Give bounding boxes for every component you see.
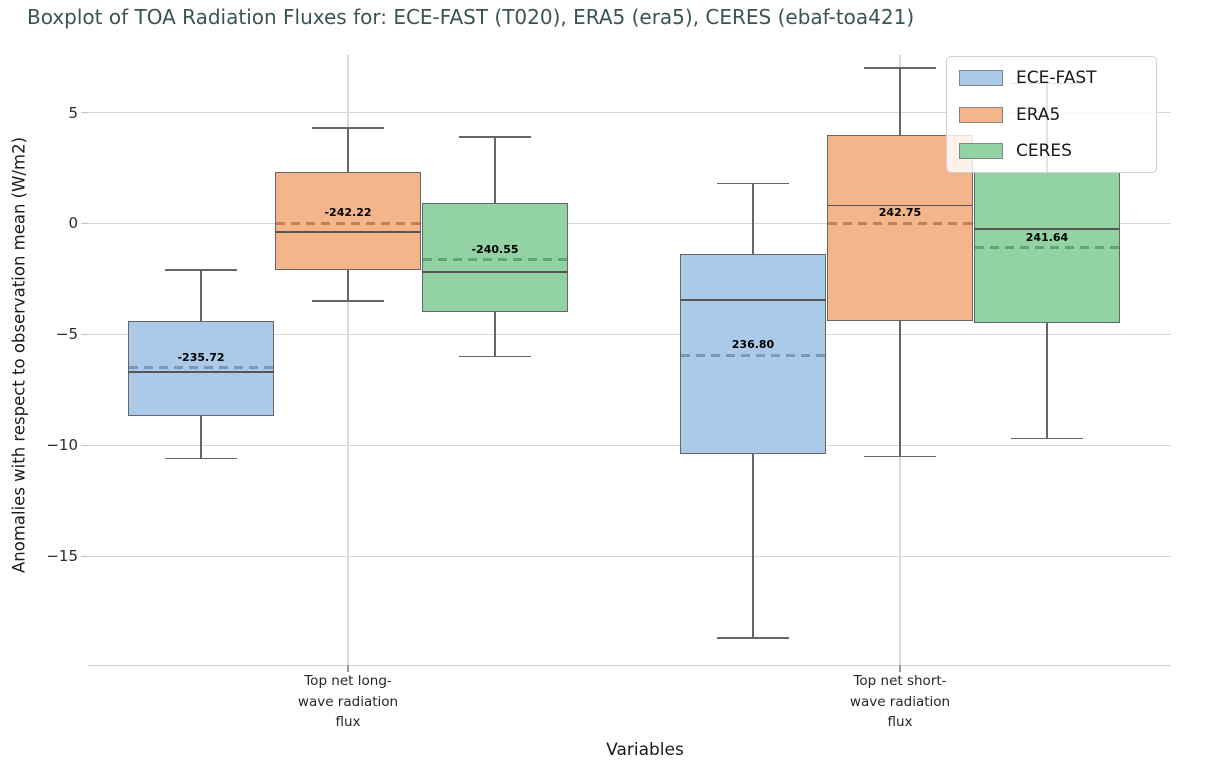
y-tick-label: 5 [68,103,78,122]
whisker-cap-max-era5 [312,127,384,129]
category-label-line: Top net long- [304,673,392,689]
y-axis-label: Anomalies with respect to observation me… [9,136,29,574]
whisker-line-lower-ece-fast [752,454,754,639]
legend-swatch-ece-fast [959,70,1003,86]
whisker-line-lower-era5 [347,269,349,302]
category-label-line: flux [335,714,361,730]
category-label-line: Top net short- [853,673,947,689]
mean-value-label: 236.80 [731,338,775,352]
whisker-line-lower-ceres [1046,323,1048,439]
median-line-ece-fast [128,371,274,373]
whisker-line-lower-ceres [494,312,496,357]
median-line-ceres [422,271,568,273]
whisker-cap-min-ceres [1011,437,1083,440]
legend-swatch-era5 [959,106,1003,123]
box-era5 [275,172,421,270]
whisker-cap-max-ece-fast [717,182,789,185]
x-axis-tick [347,665,349,672]
category-label-line: wave radiation [849,693,951,710]
median-line-era5 [827,204,973,207]
legend-label: ERA5 [1016,104,1061,125]
legend-swatch-ceres [959,143,1003,159]
mean-value-label: 242.75 [878,206,922,220]
category-label-line: wave radiation [297,693,399,710]
whisker-cap-max-ceres [459,136,531,138]
category-label: Top net short-wave radiation flux [805,671,995,733]
whisker-cap-min-ece-fast [165,457,237,460]
whisker-line-lower-ece-fast [200,416,202,459]
mean-dash-line-ceres [423,258,567,262]
whisker-line-upper-ece-fast [200,269,202,321]
mean-dash-line-era5 [276,221,420,225]
legend-row: CERES [959,139,1144,163]
mean-value-label: -242.22 [324,206,372,220]
y-tick-label: −15 [46,547,78,566]
whisker-cap-max-era5 [864,67,936,69]
mean-value-label: -235.72 [177,350,225,364]
whisker-line-upper-era5 [347,128,349,173]
y-axis-tick [81,444,88,446]
gridline-horizontal [88,444,1171,446]
gridline-vertical [347,55,349,665]
gridline-horizontal [88,111,1171,114]
y-axis-tick [81,333,88,335]
mean-dash-line-ceres [975,246,1119,250]
legend-row: ECE-FAST [959,66,1144,90]
y-axis-tick [81,222,88,224]
mean-value-label: 241.64 [1025,230,1069,244]
whisker-line-upper-ece-fast [752,183,754,255]
whisker-cap-max-ece-fast [165,269,237,271]
mean-value-label: -240.55 [471,242,519,256]
y-tick-label: −5 [55,325,78,344]
whisker-cap-min-ceres [459,355,531,358]
x-axis-label: Variables [606,740,684,760]
x-axis-tick [899,665,901,672]
whisker-cap-min-ece-fast [717,637,789,639]
y-axis-tick [81,111,88,114]
whisker-line-upper-era5 [899,68,901,135]
mean-dash-line-ece-fast [681,353,825,357]
mean-dash-line-era5 [828,221,972,225]
median-line-ceres [974,228,1120,230]
category-label-line: flux [887,714,913,730]
y-axis-tick [81,555,88,557]
x-axis-spine [88,665,1171,667]
whisker-cap-min-era5 [312,300,384,302]
legend-label: ECE-FAST [1016,68,1097,88]
gridline-horizontal [88,222,1171,224]
chart-title: Boxplot of TOA Radiation Fluxes for: ECE… [27,5,915,29]
box-ceres [422,203,568,313]
median-line-ece-fast [680,299,826,301]
whisker-cap-min-era5 [864,455,936,458]
legend-label: CERES [1016,141,1072,161]
gridline-horizontal [88,333,1171,335]
whisker-line-upper-ceres [494,136,496,204]
y-tick-label: −10 [46,436,78,455]
gridline-horizontal [88,555,1171,557]
mean-dash-line-ece-fast [129,366,273,370]
median-line-era5 [275,231,421,234]
whisker-line-lower-era5 [899,320,901,457]
category-label: Top net long-wave radiation flux [253,671,443,733]
legend-row: ERA5 [959,103,1144,127]
y-tick-label: 0 [68,214,78,233]
